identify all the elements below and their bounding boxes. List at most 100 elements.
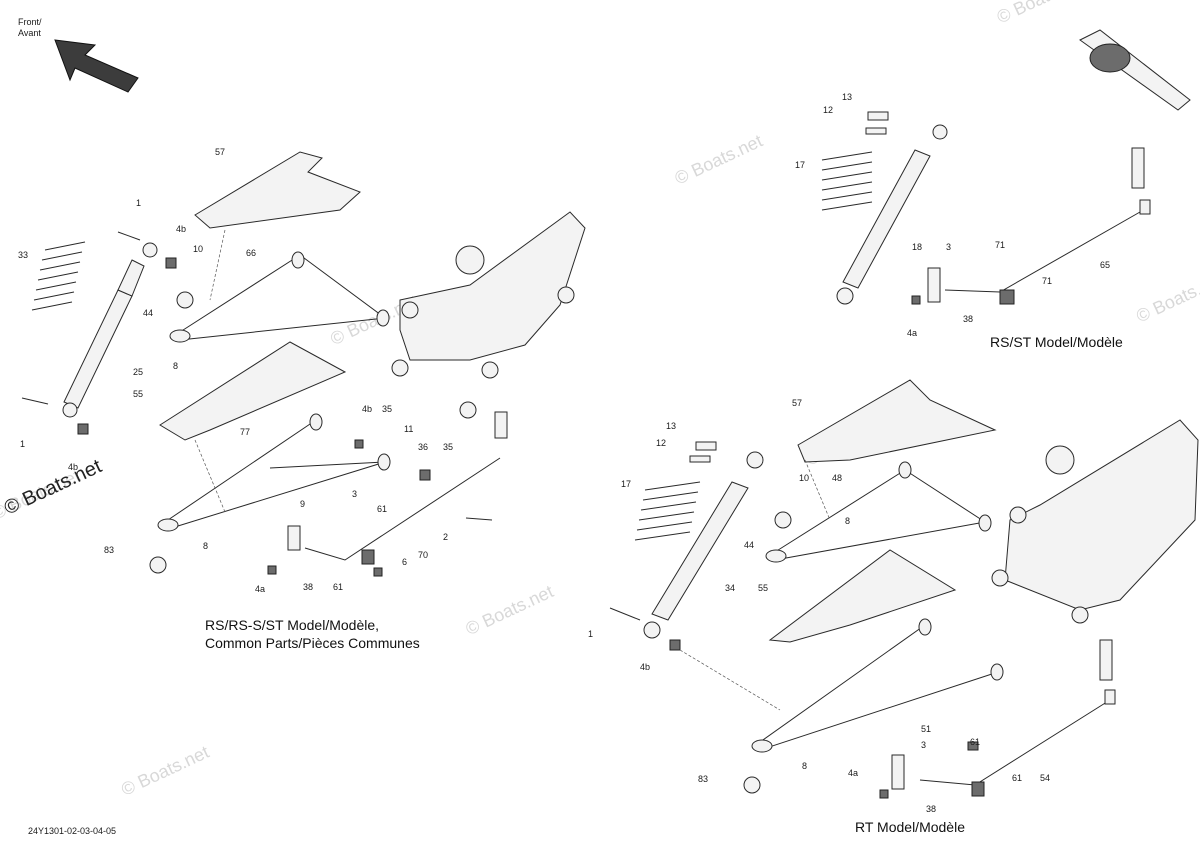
callout-c-1: 1 bbox=[588, 629, 593, 639]
callout-a-4b-mid: 4b bbox=[362, 404, 372, 414]
a-arm-cover bbox=[797, 379, 997, 463]
callout-b-13: 13 bbox=[842, 92, 852, 102]
caption-rs-common-line1: RS/RS-S/ST Model/Modèle, bbox=[205, 617, 379, 633]
caption-rt: RT Model/Modèle bbox=[855, 819, 965, 835]
watermark-text: © Boats.net bbox=[1133, 268, 1200, 326]
callout-a-8: 8 bbox=[173, 361, 178, 371]
front-label-line1: Front/ bbox=[18, 17, 42, 27]
callout-c-10: 10 bbox=[799, 473, 809, 483]
lower-a-arm-cover bbox=[768, 549, 957, 643]
callout-c-61: 61 bbox=[970, 737, 980, 747]
callout-b-65: 65 bbox=[1100, 260, 1110, 270]
callout-a-55: 55 bbox=[133, 389, 143, 399]
callout-b-18: 18 bbox=[912, 242, 922, 252]
callout-c-44: 44 bbox=[744, 540, 754, 550]
sway-bar bbox=[911, 147, 1151, 305]
callout-c-54: 54 bbox=[1040, 773, 1050, 783]
assembly-rs-st: 13 12 17 18 3 71 71 65 4a 38 RS/ST Model… bbox=[795, 29, 1191, 350]
callout-b-3: 3 bbox=[946, 242, 951, 252]
callout-a-70: 70 bbox=[418, 550, 428, 560]
front-label-line2: Avant bbox=[18, 28, 41, 38]
callout-a-33: 33 bbox=[18, 250, 28, 260]
callout-b-17: 17 bbox=[795, 160, 805, 170]
callout-c-4a: 4a bbox=[848, 768, 858, 778]
callout-a-4a: 4a bbox=[255, 584, 265, 594]
callout-a-61b: 61 bbox=[333, 582, 343, 592]
callout-c-13: 13 bbox=[666, 421, 676, 431]
watermark-text: © Boats.net bbox=[994, 0, 1088, 27]
shock-absorber bbox=[836, 124, 948, 305]
callout-c-61b: 61 bbox=[1012, 773, 1022, 783]
lower-a-arm bbox=[149, 413, 391, 574]
callout-c-38: 38 bbox=[926, 804, 936, 814]
upper-a-arm bbox=[169, 251, 390, 343]
callout-b-12: 12 bbox=[823, 105, 833, 115]
lower-a-arm bbox=[743, 618, 1004, 794]
watermark-bold: © Boats.net bbox=[1, 455, 106, 519]
caption-rs-st: RS/ST Model/Modèle bbox=[990, 334, 1123, 350]
watermarks: © Boats.net © Boats.net © Boats.net © Bo… bbox=[0, 0, 1200, 800]
caption-rs-common-line2: Common Parts/Pièces Communes bbox=[205, 635, 420, 651]
callout-a-66: 66 bbox=[246, 248, 256, 258]
shock-absorber bbox=[643, 451, 764, 639]
callout-c-34: 34 bbox=[725, 583, 735, 593]
callout-a-1b: 1 bbox=[20, 439, 25, 449]
callout-a-10: 10 bbox=[193, 244, 203, 254]
callout-a-83: 83 bbox=[104, 545, 114, 555]
front-direction-arrow: Front/ Avant bbox=[18, 17, 139, 93]
callout-c-17: 17 bbox=[621, 479, 631, 489]
callout-c-48: 48 bbox=[832, 473, 842, 483]
callout-a-77: 77 bbox=[240, 427, 250, 437]
callout-c-83: 83 bbox=[698, 774, 708, 784]
suspension-frame bbox=[399, 211, 586, 361]
sway-bar bbox=[267, 411, 508, 577]
callout-c-55: 55 bbox=[758, 583, 768, 593]
coil-spring bbox=[634, 481, 701, 541]
callout-a-3: 3 bbox=[352, 489, 357, 499]
callout-c-12: 12 bbox=[656, 438, 666, 448]
bolts bbox=[21, 231, 493, 521]
callout-a-6: 6 bbox=[402, 557, 407, 567]
watermark-text: © Boats.net bbox=[672, 131, 766, 189]
upper-a-arm bbox=[765, 461, 992, 563]
callout-a-8b: 8 bbox=[203, 541, 208, 551]
callout-a-36: 36 bbox=[418, 442, 428, 452]
callout-c-8: 8 bbox=[845, 516, 850, 526]
diagram-code: 24Y1301-02-03-04-05 bbox=[28, 826, 116, 836]
a-arm-cover bbox=[194, 151, 361, 229]
callout-a-38: 38 bbox=[303, 582, 313, 592]
coil-spring bbox=[821, 151, 873, 211]
callout-a-35: 35 bbox=[382, 404, 392, 414]
callout-a-57: 57 bbox=[215, 147, 225, 157]
callout-a-1: 1 bbox=[136, 198, 141, 208]
shock-absorber bbox=[62, 242, 158, 418]
callout-b-38: 38 bbox=[963, 314, 973, 324]
callout-a-44: 44 bbox=[143, 308, 153, 318]
sway-bar bbox=[879, 639, 1116, 799]
callout-a-61: 61 bbox=[377, 504, 387, 514]
callout-c-4b: 4b bbox=[640, 662, 650, 672]
callout-a-25: 25 bbox=[133, 367, 143, 377]
callout-b-71: 71 bbox=[995, 240, 1005, 250]
callout-a-4b-lower: 4b bbox=[68, 462, 78, 472]
callout-a-35b: 35 bbox=[443, 442, 453, 452]
callout-c-3: 3 bbox=[921, 740, 926, 750]
callout-b-71b: 71 bbox=[1042, 276, 1052, 286]
lower-a-arm-cover bbox=[159, 341, 347, 441]
coil-spring bbox=[31, 241, 86, 311]
callout-a-9: 9 bbox=[300, 499, 305, 509]
assembly-rs-common: 57 1 4b 10 66 33 44 8 25 55 1 4b 77 4b 3… bbox=[18, 147, 586, 651]
shock-absorber-top bbox=[1079, 29, 1191, 111]
callout-c-51: 51 bbox=[921, 724, 931, 734]
callout-c-8b: 8 bbox=[802, 761, 807, 771]
watermark-text: © Boats.net bbox=[463, 581, 557, 639]
callout-b-4a: 4a bbox=[907, 328, 917, 338]
front-arrow-icon bbox=[54, 39, 139, 93]
suspension-frame bbox=[1004, 419, 1199, 611]
callout-a-4b: 4b bbox=[176, 224, 186, 234]
callout-a-2: 2 bbox=[443, 532, 448, 542]
callout-c-57: 57 bbox=[792, 398, 802, 408]
assembly-rt: 13 12 57 17 10 48 8 44 34 55 1 4b 51 3 6… bbox=[588, 379, 1199, 835]
watermark-text: © Boats.net bbox=[118, 742, 212, 800]
